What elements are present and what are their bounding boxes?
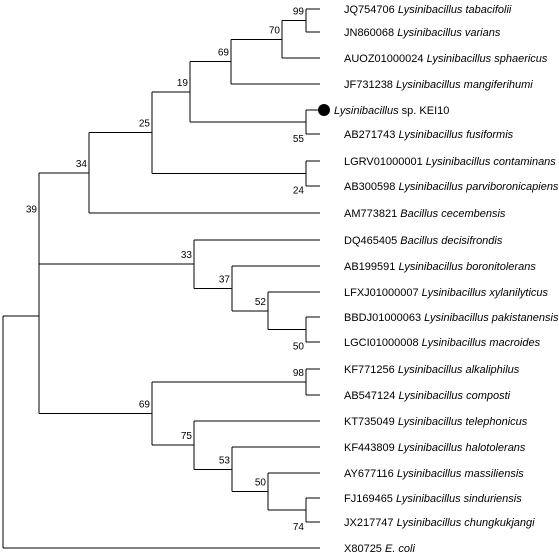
leaf-label: BBDJ01000063 Lysinibacillus pakistanensi… [344, 312, 559, 324]
bootstrap-value: 34 [76, 159, 88, 170]
bootstrap-value: 50 [255, 478, 267, 489]
bootstrap-value: 69 [218, 48, 230, 59]
leaf-label: AUOZ01000024 Lysinibacillus sphaericus [344, 53, 548, 65]
bootstrap-value: 98 [293, 368, 305, 379]
leaf-label: FJ169465 Lysinibacillus sinduriensis [344, 493, 522, 505]
tree-branches [2, 8, 320, 549]
bootstrap-value: 52 [255, 297, 267, 308]
bootstrap-value: 33 [181, 250, 193, 261]
bootstrap-value: 99 [293, 7, 305, 18]
bootstrap-value: 75 [181, 431, 193, 442]
bootstrap-value: 19 [177, 78, 189, 89]
bootstrap-value: 39 [26, 205, 38, 216]
leaf-label: KF443809 Lysinibacillus halotolerans [344, 442, 526, 454]
leaf-label: AM773821 Bacillus cecembensis [344, 208, 506, 220]
leaf-label: KF771256 Lysinibacillus alkaliphilus [344, 364, 520, 376]
bootstrap-value: 25 [139, 119, 151, 130]
bootstrap-value: 24 [293, 186, 305, 197]
marker-dot-icon [318, 104, 330, 116]
leaf-label: Lysinibacillus sp. KEI10 [334, 105, 449, 117]
leaf-label: AB547124 Lysinibacillus composti [344, 390, 511, 402]
leaf-label: AB300598 Lysinibacillus parviboronicapie… [344, 181, 559, 193]
leaf-labels: JQ754706 Lysinibacillus tabacifoliiJN860… [318, 4, 559, 555]
leaf-label: JX217747 Lysinibacillus chungkukjangi [344, 517, 535, 529]
leaf-label: JF731238 Lysinibacillus mangiferihumi [344, 79, 533, 91]
bootstrap-value: 37 [219, 274, 231, 285]
leaf-label: AB199591 Lysinibacillus boronitolerans [344, 261, 536, 273]
leaf-label: AB271743 Lysinibacillus fusiformis [344, 129, 514, 141]
leaf-label: LGCI01000008 Lysinibacillus macroides [344, 337, 541, 349]
leaf-label: X80725 E. coli [344, 543, 415, 555]
bootstrap-value: 50 [293, 342, 305, 353]
bootstrap-value: 55 [293, 134, 305, 145]
bootstrap-labels: 99 70 69 55 19 24 25 34 50 52 37 33 39 98 74 50 53 75 69 [26, 7, 305, 534]
leaf-label: KT735049 Lysinibacillus telephonicus [344, 416, 528, 428]
leaf-label: JQ754706 Lysinibacillus tabacifolii [344, 4, 512, 16]
bootstrap-value: 70 [269, 25, 281, 36]
leaf-label: LFXJ01000007 Lysinibacillus xylanilyticu… [344, 287, 549, 299]
leaf-label: DQ465405 Bacillus decisifrondis [344, 235, 503, 247]
leaf-label: LGRV01000001 Lysinibacillus contaminans [344, 156, 556, 168]
bootstrap-value: 53 [219, 455, 231, 466]
leaf-label: JN860068 Lysinibacillus varians [344, 27, 501, 39]
bootstrap-value: 69 [139, 400, 151, 411]
bootstrap-value: 74 [293, 522, 305, 533]
leaf-label: AY677116 Lysinibacillus massiliensis [344, 468, 524, 480]
